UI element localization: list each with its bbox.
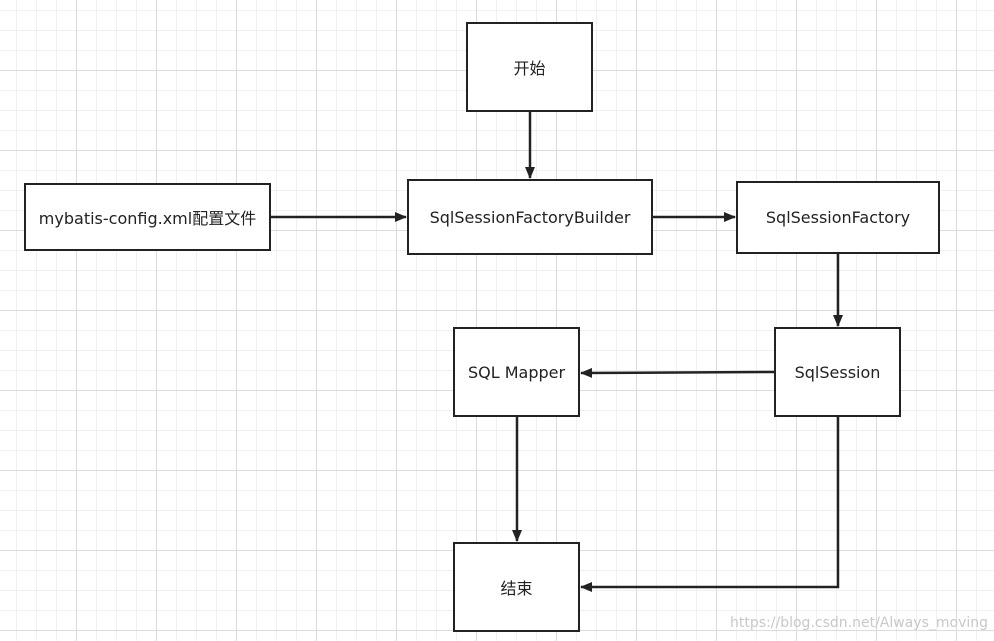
node-end-label: 结束: [500, 579, 533, 598]
node-sqlsession[interactable]: SqlSession: [774, 327, 901, 417]
node-end[interactable]: 结束: [453, 542, 580, 632]
node-sqlsessionfactorybuilder[interactable]: SqlSessionFactoryBuilder: [407, 179, 653, 255]
node-config-file[interactable]: mybatis-config.xml配置文件: [24, 183, 271, 251]
node-sql-mapper-label: SQL Mapper: [467, 362, 566, 382]
node-sqlsessionfactory-label: SqlSessionFactory: [765, 208, 911, 227]
arrow-session-to-end: [580, 417, 840, 592]
node-start-label: 开始: [513, 59, 546, 78]
node-sqlsessionfactory[interactable]: SqlSessionFactory: [736, 181, 940, 254]
node-sql-mapper[interactable]: SQL Mapper: [453, 327, 580, 417]
arrow-session-to-mapper: [580, 367, 775, 378]
node-config-file-label: mybatis-config.xml配置文件: [38, 209, 257, 228]
node-sqlsession-label: SqlSession: [794, 362, 881, 382]
watermark: https://blog.csdn.net/Always_moving: [730, 615, 988, 631]
node-start[interactable]: 开始: [466, 22, 593, 112]
node-sqlsessionfactorybuilder-label: SqlSessionFactoryBuilder: [429, 207, 631, 227]
